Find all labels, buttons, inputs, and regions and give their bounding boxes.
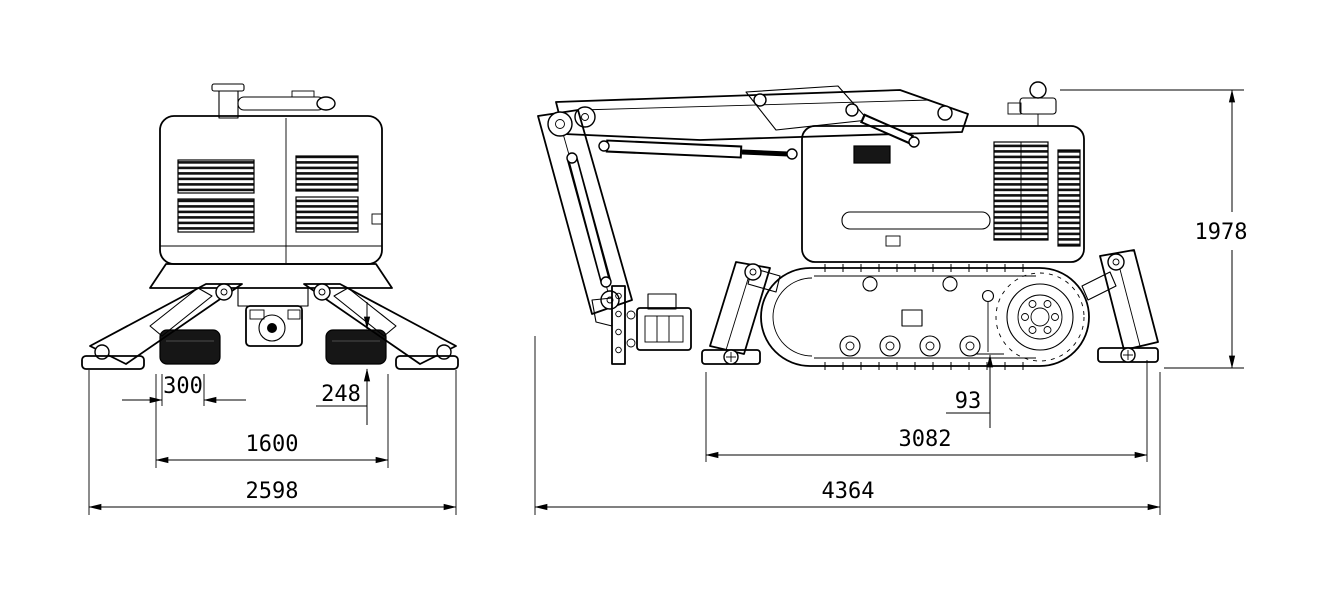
rotator-assembly [237, 287, 309, 347]
dimension-1978: 1978 [1060, 89, 1248, 369]
vent-grille-top-right [295, 155, 359, 192]
vent-grille-bottom-left [177, 198, 255, 233]
front-view: 300 248 1600 2598 [81, 83, 459, 515]
outrigger-leg-right [303, 283, 459, 370]
boom-cylinder [598, 139, 798, 160]
dimension-248: 248 [316, 302, 371, 425]
dimension-93: 93 [946, 302, 1004, 428]
body-side-louver [1057, 149, 1081, 247]
beacon-light [1007, 81, 1057, 126]
dimension-1600: 1600 [155, 374, 389, 468]
outrigger-foot-left [81, 355, 145, 370]
road-wheels [839, 276, 981, 357]
outrigger-leg-left [81, 283, 243, 370]
dim-label-1600: 1600 [246, 432, 299, 457]
dimension-3082: 3082 [705, 360, 1148, 462]
dim-label-248: 248 [321, 382, 361, 407]
dim-label-93: 93 [955, 389, 982, 414]
side-view: 1978 93 3082 4364 [534, 81, 1248, 515]
dimension-300: 300 [122, 374, 246, 406]
dim-label-3082: 3082 [899, 427, 952, 452]
exhaust-muffler [211, 83, 336, 119]
track-front-left [159, 329, 221, 365]
machine-body [801, 125, 1085, 263]
drive-sprocket [995, 272, 1085, 362]
crawler-track [760, 264, 1090, 370]
dipper-arm [537, 109, 633, 315]
dim-label-4364: 4364 [822, 479, 875, 504]
link-cylinder [859, 113, 920, 148]
chassis-plate [149, 263, 393, 289]
dimension-2598: 2598 [88, 370, 457, 515]
outrigger-foot-right [395, 355, 459, 370]
track-front-right [325, 329, 387, 365]
outrigger-rear [1081, 249, 1159, 363]
vent-grille-top-left [177, 159, 255, 194]
dimension-4364: 4364 [534, 336, 1161, 515]
dim-label-300: 300 [163, 374, 203, 399]
tool-attachment [591, 285, 692, 365]
vent-grille-bottom-right [295, 196, 359, 233]
dim-label-2598: 2598 [246, 479, 299, 504]
dim-label-1978: 1978 [1195, 220, 1248, 245]
boom-arm [555, 85, 969, 160]
outrigger-front [701, 261, 781, 365]
arm-cylinder [566, 152, 612, 288]
